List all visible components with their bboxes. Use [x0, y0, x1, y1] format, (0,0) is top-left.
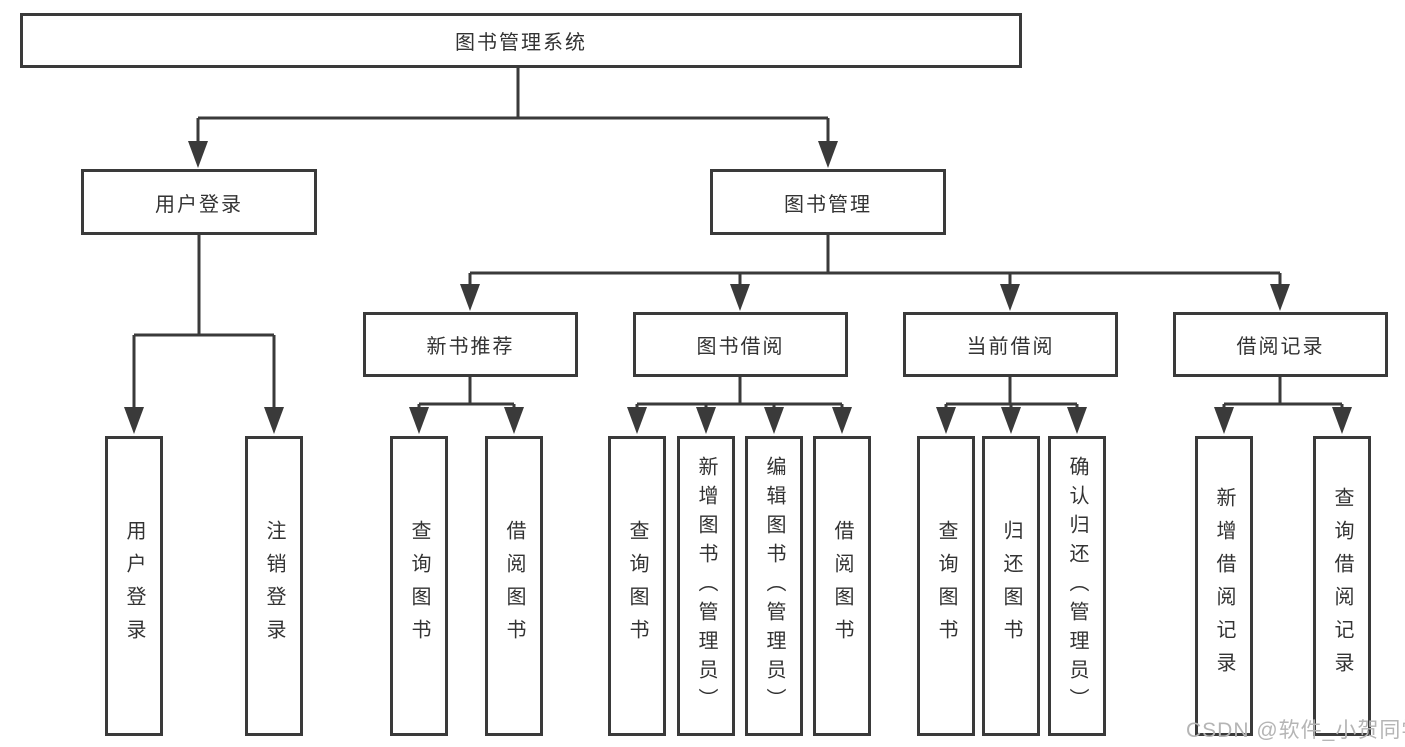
node-label: 查询图书: [626, 520, 648, 652]
watermark: CSDN @软件_小贺同学: [1186, 719, 1405, 742]
node-label: 确认归还（管理员）: [1066, 455, 1088, 717]
node-book-borrowing: 图书借阅: [633, 312, 848, 377]
node-label: 借阅图书: [503, 520, 525, 652]
arrowhead-icon: [832, 407, 852, 434]
arrowhead-icon: [730, 284, 750, 311]
leaf-borrow-books-1: 借阅图书: [485, 436, 543, 736]
node-label: 图书管理系统: [455, 32, 587, 54]
node-label: 归还图书: [1000, 520, 1022, 652]
node-label: 当前借阅: [966, 336, 1055, 358]
leaf-logout: 注销登录: [245, 436, 303, 736]
leaf-user-login: 用户登录: [105, 436, 163, 736]
leaf-query-books-2: 查询图书: [608, 436, 666, 736]
node-label: 查询图书: [935, 520, 957, 652]
leaf-return-books: 归还图书: [982, 436, 1040, 736]
leaf-add-book-admin: 新增图书（管理员）: [677, 436, 735, 736]
node-label: 新增图书（管理员）: [695, 455, 717, 717]
leaf-confirm-return-admin: 确认归还（管理员）: [1048, 436, 1106, 736]
connector-lines: [132, 68, 1344, 408]
arrowhead-icon: [409, 407, 429, 434]
leaf-add-borrow-record: 新增借阅记录: [1195, 436, 1253, 736]
leaf-borrow-books-2: 借阅图书: [813, 436, 871, 736]
arrowhead-icon: [764, 407, 784, 434]
leaf-query-books-1: 查询图书: [390, 436, 448, 736]
arrowhead-icon: [818, 141, 838, 168]
arrowhead-icon: [264, 407, 284, 434]
node-borrowing-records: 借阅记录: [1173, 312, 1388, 377]
node-label: 借阅记录: [1236, 336, 1325, 358]
arrowhead-icon: [1270, 284, 1290, 311]
node-label: 用户登录: [123, 520, 145, 652]
arrowhead-icon: [627, 407, 647, 434]
arrowhead-icon: [124, 407, 144, 434]
arrowhead-icon: [188, 141, 208, 168]
node-label: 借阅图书: [831, 520, 853, 652]
arrowhead-icon: [1214, 407, 1234, 434]
arrowhead-icon: [504, 407, 524, 434]
node-current-borrowing: 当前借阅: [903, 312, 1118, 377]
arrowhead-icon: [1001, 407, 1021, 434]
node-label: 查询借阅记录: [1331, 487, 1353, 685]
node-label: 注销登录: [263, 520, 285, 652]
leaf-query-books-3: 查询图书: [917, 436, 975, 736]
node-label: 图书借阅: [696, 336, 785, 358]
node-label: 查询图书: [408, 520, 430, 652]
arrowhead-icon: [696, 407, 716, 434]
arrowhead-icon: [1067, 407, 1087, 434]
arrowhead-icon: [936, 407, 956, 434]
node-new-book-recommendation: 新书推荐: [363, 312, 578, 377]
node-label: 新增借阅记录: [1213, 487, 1235, 685]
node-library-management-system: 图书管理系统: [20, 13, 1022, 68]
node-user-login: 用户登录: [81, 169, 317, 235]
node-label: 编辑图书（管理员）: [763, 455, 785, 717]
node-book-management: 图书管理: [710, 169, 946, 235]
node-label: 图书管理: [784, 193, 872, 216]
arrowhead-icon: [1000, 284, 1020, 311]
leaf-edit-book-admin: 编辑图书（管理员）: [745, 436, 803, 736]
node-label: 新书推荐: [426, 336, 515, 358]
arrowhead-icon: [1332, 407, 1352, 434]
arrowhead-icon: [460, 284, 480, 311]
leaf-query-borrow-record: 查询借阅记录: [1313, 436, 1371, 736]
node-label: 用户登录: [155, 193, 243, 216]
